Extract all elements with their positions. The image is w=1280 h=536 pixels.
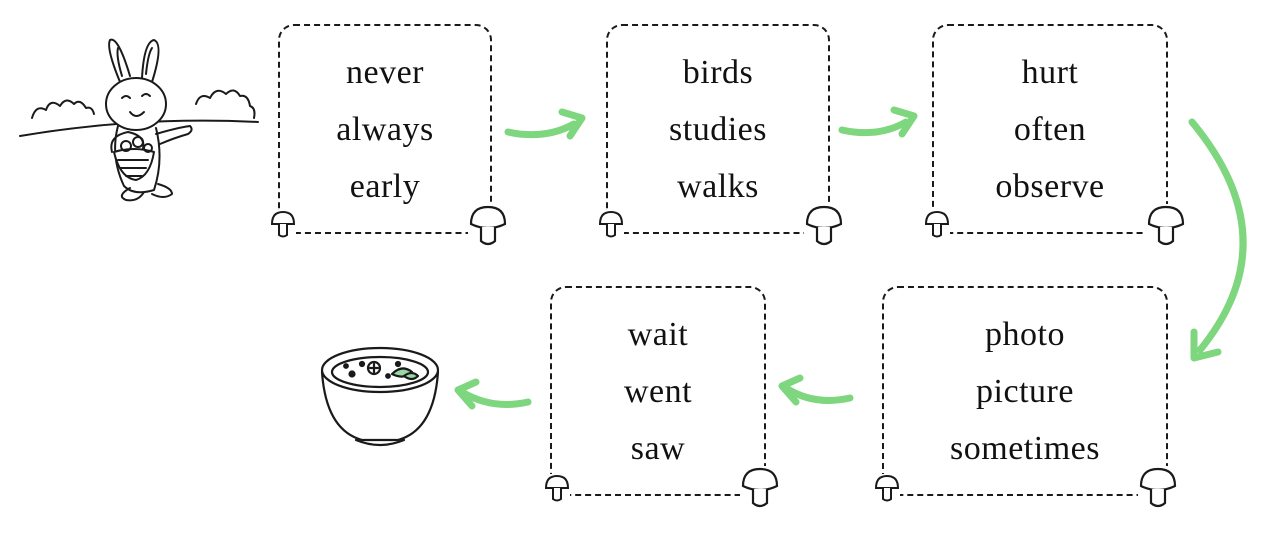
word: sometimes [950,429,1100,467]
rabbit-with-basket-icon [19,38,259,202]
mushroom-icon [1138,466,1178,510]
word-box-3: hurt often observe [932,24,1168,234]
mushroom-icon [598,210,624,240]
word: photo [985,315,1065,353]
mushroom-icon [468,204,508,248]
word: hurt [1021,53,1079,91]
word: picture [976,372,1074,410]
word: always [336,110,434,148]
mushroom-icon [804,204,844,248]
word: often [1013,110,1087,148]
word: early [349,167,421,205]
mushroom-icon [874,474,900,504]
word: saw [630,429,686,467]
word-box-2: birds studies walks [606,24,830,234]
mushroom-icon [544,474,570,504]
mushroom-icon [740,466,780,510]
mushroom-icon [1146,204,1186,248]
word-box-1: never always early [278,24,492,234]
word: never [345,53,424,91]
word: wait [627,315,689,353]
word: studies [669,110,767,148]
word-box-5: wait went saw [550,286,766,496]
word: walks [677,167,759,205]
mushroom-icon [270,210,296,240]
word: observe [995,167,1105,205]
word-box-4: photo picture sometimes [882,286,1168,496]
word: birds [682,53,754,91]
mushroom-icon [924,210,950,240]
word: went [623,372,693,410]
soup-bowl-icon [320,346,440,447]
